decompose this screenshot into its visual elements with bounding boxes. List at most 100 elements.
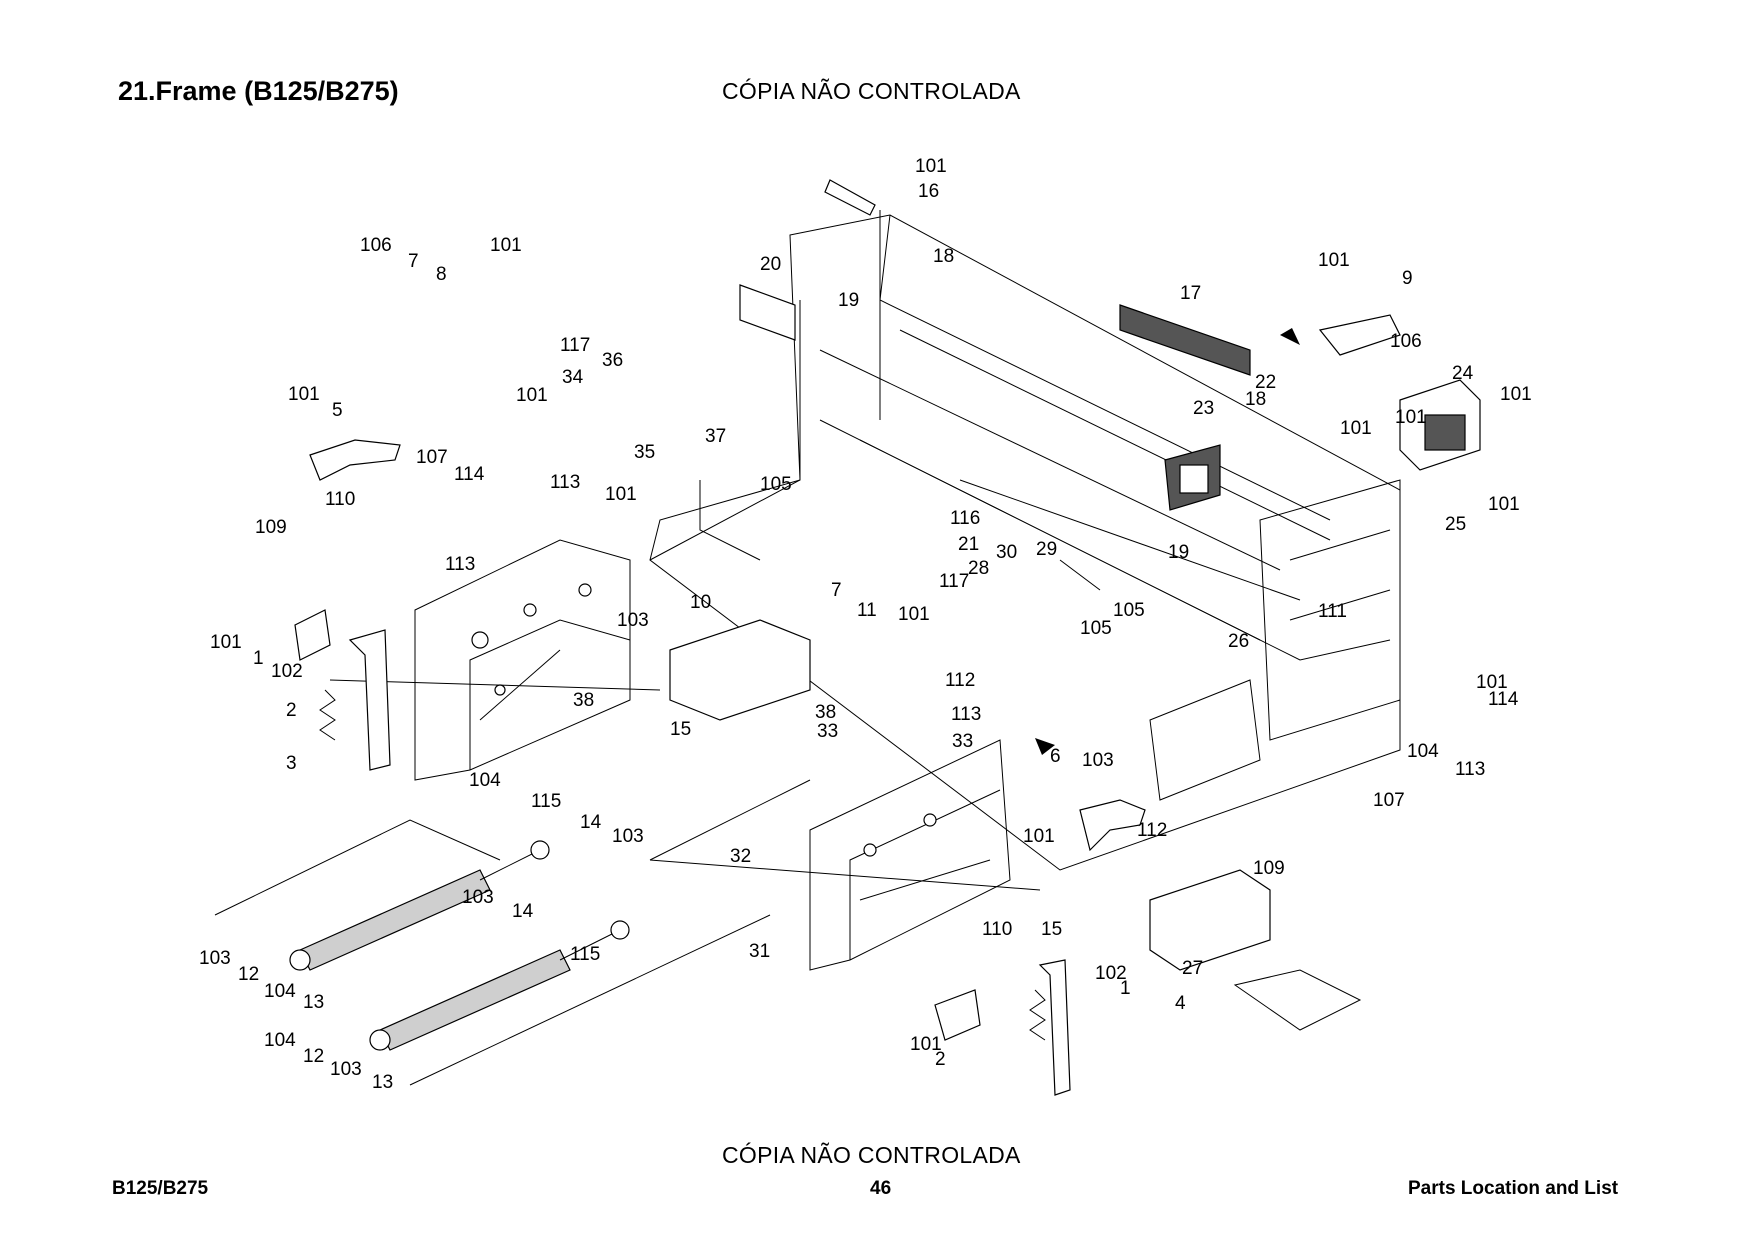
callout-label: 31 — [749, 941, 770, 962]
callout-label: 101 — [1340, 418, 1372, 439]
callout-label: 112 — [1137, 820, 1167, 841]
callout-label: 36 — [602, 350, 623, 371]
callout-label: 15 — [670, 719, 691, 740]
callout-label: 28 — [968, 558, 989, 579]
callout-label: 101 — [910, 1034, 942, 1055]
callout-label: 7 — [831, 580, 842, 601]
watermark-bottom: CÓPIA NÃO CONTROLADA — [722, 1142, 1021, 1168]
page-title: 21.Frame (B125/B275) — [118, 76, 399, 106]
callout-label: 27 — [1182, 958, 1203, 979]
callout-label: 13 — [303, 992, 324, 1013]
callout-label: 113 — [1455, 759, 1485, 780]
callout-label: 113 — [550, 472, 580, 493]
callout-label: 117 — [939, 571, 969, 592]
callout-label: 5 — [332, 400, 343, 421]
callout-label: 111 — [1318, 601, 1347, 622]
pressure-bar-17 — [1119, 304, 1251, 376]
main-frame — [649, 214, 1401, 871]
block-1-right — [934, 989, 981, 1041]
callout-label: 8 — [436, 264, 447, 285]
callout-label: 113 — [951, 704, 981, 725]
callout-label: 103 — [612, 826, 644, 847]
callout-label: 19 — [1168, 542, 1189, 563]
footer-model: B125/B275 — [112, 1178, 209, 1199]
callout-label: 30 — [996, 542, 1017, 563]
callout-label: 2 — [286, 700, 297, 721]
callout-label: 14 — [512, 901, 534, 922]
callout-label: 105 — [1113, 600, 1145, 621]
callout-label: 103 — [199, 948, 231, 969]
callout-label: 13 — [372, 1072, 393, 1093]
callout-label: 101 — [1476, 672, 1508, 693]
footer-section: Parts Location and List — [1408, 1178, 1619, 1199]
callout-label: 103 — [462, 887, 494, 908]
callout-label: 115 — [570, 944, 600, 965]
callout-label: 6 — [1050, 746, 1061, 767]
spring-2-right — [1029, 989, 1046, 1041]
arrow-marker-top — [1280, 328, 1300, 345]
callout-label: 22 — [1255, 372, 1276, 393]
callout-label: 38 — [815, 702, 836, 723]
callout-label: 109 — [1253, 858, 1285, 879]
callout-label: 101 — [210, 632, 242, 653]
callout-label: 104 — [264, 1030, 296, 1051]
callout-label: 24 — [1452, 363, 1474, 384]
callout-label: 33 — [817, 721, 838, 742]
callout-label: 15 — [1041, 919, 1062, 940]
plate-27 — [1233, 969, 1362, 1031]
lower-center-plate — [649, 739, 1041, 971]
callout-label: 25 — [1445, 514, 1466, 535]
gear-bracket-24 — [1399, 379, 1481, 471]
block-1-left — [294, 609, 331, 661]
callout-label: 101 — [1488, 494, 1520, 515]
bracket-20 — [739, 284, 796, 341]
callout-label: 103 — [1082, 750, 1114, 771]
callout-label: 109 — [255, 517, 287, 538]
callout-label: 26 — [1228, 631, 1249, 652]
lever-6 — [1079, 799, 1146, 852]
callout-label: 106 — [360, 235, 392, 256]
callout-label: 114 — [454, 464, 485, 485]
callout-label: 32 — [730, 846, 751, 867]
callout-label: 102 — [271, 661, 303, 682]
callout-label: 101 — [1500, 384, 1532, 405]
callout-label: 17 — [1180, 283, 1201, 304]
callout-label: 101 — [490, 235, 522, 256]
callout-label: 20 — [760, 254, 781, 275]
bracket-3 — [348, 629, 391, 771]
callout-label: 18 — [933, 246, 954, 267]
footer-page-number: 46 — [870, 1178, 892, 1199]
callout-label: 3 — [286, 753, 297, 774]
callout-label: 115 — [531, 791, 561, 812]
bracket-23 — [1164, 444, 1221, 511]
callout-label: 29 — [1036, 539, 1057, 560]
callout-label: 101 — [898, 604, 930, 625]
callout-label: 101 — [1318, 250, 1350, 271]
callout-label: 101 — [288, 384, 320, 405]
callout-label: 103 — [330, 1059, 362, 1080]
callout-label: 106 — [1390, 331, 1422, 352]
callout-label: 112 — [945, 670, 975, 691]
gas-spring-lower — [369, 920, 630, 1051]
callout-label: 101 — [516, 385, 548, 406]
gas-spring-upper — [289, 840, 550, 971]
tray-15-right — [1149, 869, 1271, 971]
shaft-16 — [824, 179, 881, 420]
callout-label: 101 — [605, 484, 637, 505]
watermark-top: CÓPIA NÃO CONTROLADA — [722, 78, 1021, 104]
spring-2-left — [319, 689, 336, 741]
callout-label: 116 — [950, 508, 980, 529]
arrow-marker-middle — [1035, 738, 1055, 755]
callout-label: 16 — [918, 181, 939, 202]
callout-label: 33 — [952, 731, 973, 752]
callout-label: 110 — [325, 489, 355, 510]
callout-label: 101 — [1023, 826, 1055, 847]
callout-label: 110 — [982, 919, 1012, 940]
callout-label: 107 — [1373, 790, 1405, 811]
callout-label: 107 — [416, 447, 448, 468]
callout-label: 4 — [1175, 993, 1186, 1014]
bracket-4 — [1038, 959, 1071, 1096]
callout-label: 14 — [580, 812, 602, 833]
callout-label: 104 — [469, 770, 501, 791]
